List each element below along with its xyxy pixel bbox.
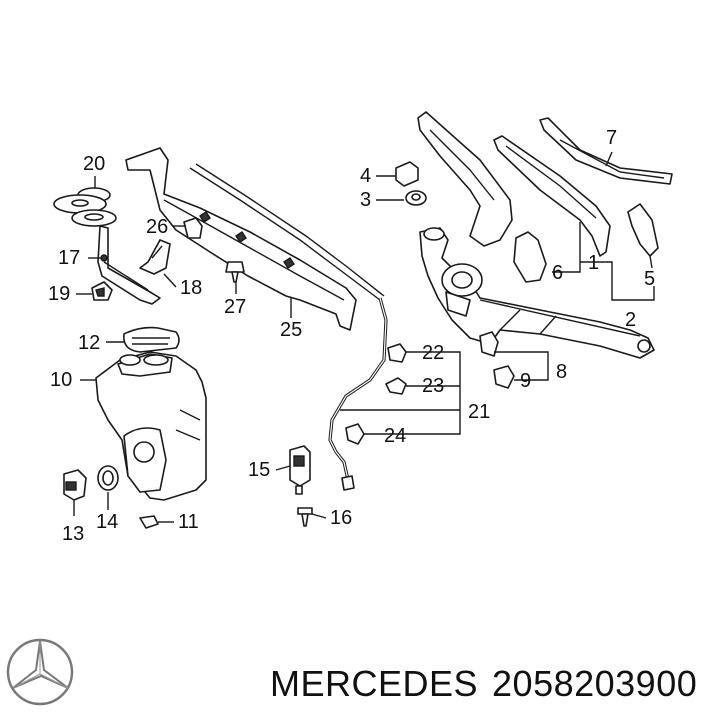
callout-labels: 20 17 19 18 26 27 25 12 10 13 14 11 15 1… — [48, 127, 655, 545]
part-25-cowl-panel — [125, 147, 385, 331]
part-21-washer-hose — [328, 297, 388, 491]
part-2-wiper-linkage — [419, 227, 655, 359]
brand-name: MERCEDES — [270, 663, 479, 704]
part-4-nut-cap — [395, 161, 419, 187]
callout-2: 2 — [625, 309, 636, 331]
callout-17: 17 — [58, 247, 80, 269]
part-19-clip — [91, 281, 113, 301]
callout-8: 8 — [556, 361, 567, 383]
part-16-screw — [297, 507, 313, 527]
callout-1: 1 — [588, 252, 599, 274]
part-1-wiper-arm-left — [417, 111, 513, 247]
callout-21: 21 — [468, 401, 490, 423]
callout-19: 19 — [48, 283, 70, 305]
callout-20: 20 — [83, 153, 105, 175]
part-1-wiper-arm-right — [493, 135, 611, 257]
part-6-cap — [513, 231, 547, 283]
callout-7: 7 — [606, 127, 617, 149]
callout-5: 5 — [644, 268, 655, 290]
part-11-drain-plug — [139, 515, 159, 529]
leader-lines — [73, 151, 655, 523]
part-8-bracket — [479, 331, 499, 357]
callout-24: 24 — [384, 425, 406, 447]
part-27-push-clip — [225, 261, 245, 283]
part-number: 2058203900 — [492, 663, 698, 704]
callout-13: 13 — [62, 523, 84, 545]
part-24-nozzle — [345, 423, 365, 445]
mercedes-star-icon — [6, 638, 74, 706]
callout-27: 27 — [224, 296, 246, 318]
part-26-clip — [183, 217, 203, 239]
callout-10: 10 — [50, 369, 72, 391]
callout-6: 6 — [552, 262, 563, 284]
callout-11: 11 — [178, 511, 199, 533]
part-14-grommet — [97, 465, 119, 491]
callout-26: 26 — [146, 216, 168, 238]
callout-22: 22 — [422, 342, 444, 364]
part-18-bracket — [139, 239, 171, 275]
part-23-connector — [385, 377, 407, 395]
callout-15: 15 — [248, 459, 270, 481]
part-7-wiper-blade — [539, 117, 673, 185]
callout-12: 12 — [78, 332, 100, 354]
part-caption: MERCEDES 2058203900 — [270, 656, 716, 712]
callout-3: 3 — [360, 189, 371, 211]
callout-18: 18 — [180, 277, 202, 299]
part-5-cover — [627, 203, 659, 257]
part-10-washer-reservoir — [95, 351, 207, 501]
part-20-cap-seal — [53, 187, 117, 227]
callout-23: 23 — [422, 375, 444, 397]
callout-25: 25 — [280, 319, 302, 341]
part-22-connector — [387, 343, 407, 363]
part-13-washer-pump — [63, 469, 87, 501]
part-3-nut — [405, 190, 427, 206]
callout-16: 16 — [330, 507, 352, 529]
part-15-pump — [289, 445, 311, 495]
part-12-reservoir-top — [123, 326, 180, 353]
part-9-bracket — [493, 365, 515, 389]
callout-4: 4 — [360, 165, 371, 187]
callout-14: 14 — [96, 511, 118, 533]
callout-9: 9 — [520, 370, 531, 392]
